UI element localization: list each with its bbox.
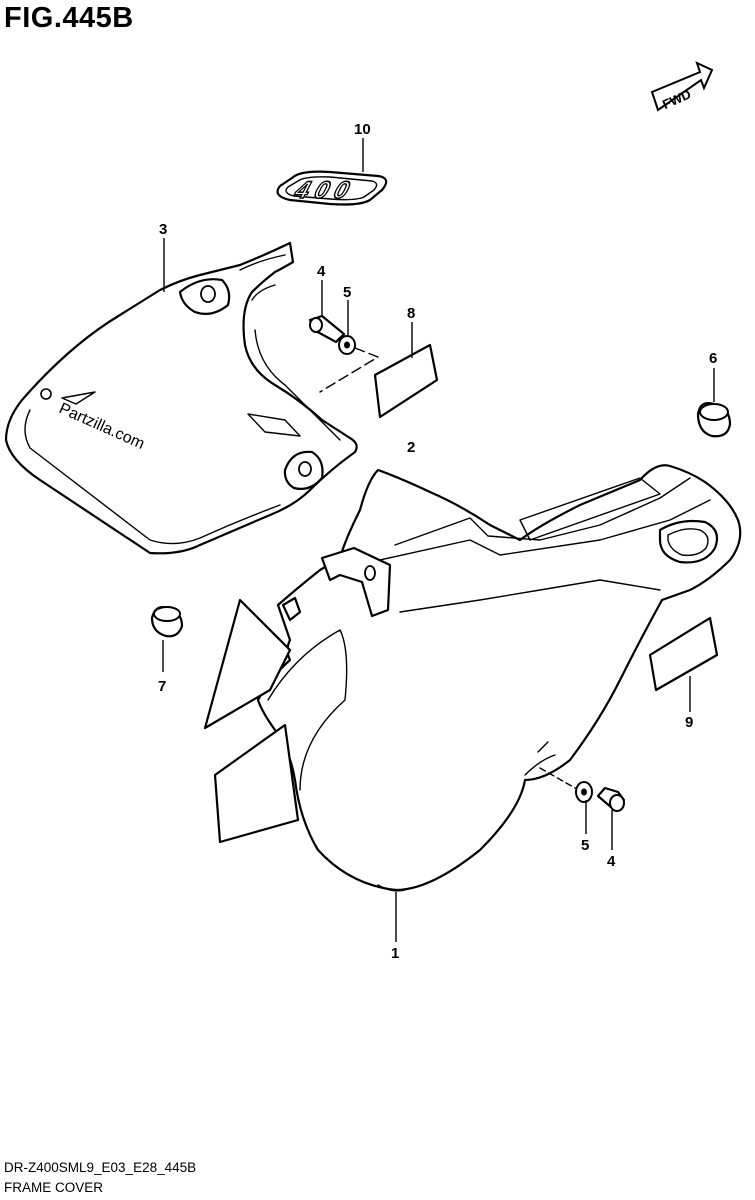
emblem-400: 400 — [276, 170, 388, 206]
emblem-text: 400 — [291, 178, 359, 204]
figure-title: FIG.445B — [4, 2, 134, 34]
callout-3: 3 — [159, 221, 167, 238]
frame-cover-part — [203, 464, 742, 892]
callout-5-lower: 5 — [581, 837, 589, 854]
fwd-arrow-icon: FWD — [650, 61, 714, 112]
washer-upper — [338, 335, 356, 355]
washer-lower — [575, 781, 593, 803]
pad-part-9 — [648, 616, 719, 692]
diagram-name: FRAME COVER — [4, 1180, 104, 1195]
side-cover-part — [4, 241, 358, 555]
grommet-part-7 — [150, 606, 184, 638]
callout-7: 7 — [158, 678, 166, 695]
bolt-lower — [596, 786, 626, 812]
callout-5-upper: 5 — [343, 284, 351, 301]
pad-part-8 — [373, 343, 439, 419]
callout-8: 8 — [407, 305, 415, 322]
callout-1: 1 — [391, 945, 399, 962]
bolt-upper — [308, 314, 346, 344]
grommet-part-6 — [696, 402, 732, 438]
callout-6: 6 — [709, 350, 717, 367]
callout-4-lower: 4 — [607, 853, 616, 870]
callout-9: 9 — [685, 714, 693, 731]
callout-4-upper: 4 — [317, 263, 326, 280]
callout-leaders — [162, 138, 715, 942]
diagram-code: DR-Z400SML9_E03_E28_445B — [4, 1160, 197, 1175]
callout-10: 10 — [354, 121, 371, 138]
callout-2: 2 — [407, 439, 415, 456]
